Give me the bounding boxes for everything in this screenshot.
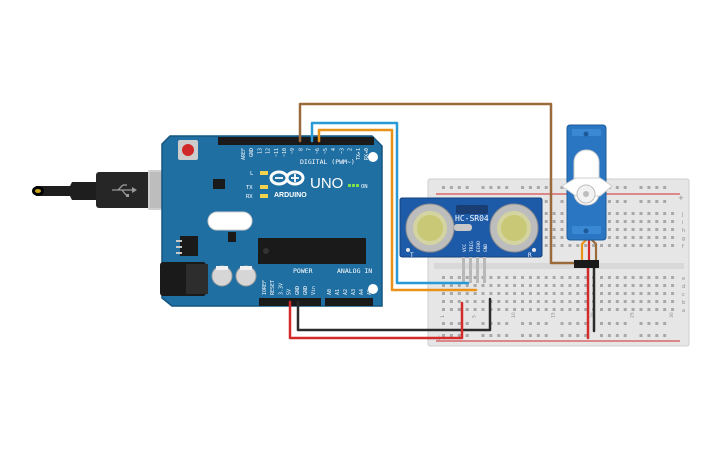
- row-letter-top-4: f: [682, 244, 684, 250]
- transducer-right: [489, 203, 539, 253]
- digital-pin-label-0: AREF: [241, 148, 247, 160]
- digital-pin-label-1: GND: [249, 148, 255, 157]
- power-label: POWER: [293, 267, 313, 275]
- digital-pin-label-8: 7: [307, 148, 313, 151]
- led-label-rx: RX: [246, 194, 253, 200]
- microcontroller: [258, 238, 366, 264]
- wire-red-5v: [288, 300, 464, 340]
- rail-minus-mark: +: [678, 194, 684, 202]
- wire-black-gnd: [296, 297, 492, 332]
- digital-pin-label-4: ~11: [274, 148, 280, 157]
- row-letter-bottom-0: e: [682, 276, 685, 282]
- regulator: [180, 236, 198, 256]
- brand-label: ARDUINO: [274, 192, 307, 199]
- column-number-3: 15: [551, 312, 557, 318]
- transducer-left: [405, 203, 455, 253]
- digital-pin-label-12: ~3: [339, 148, 345, 154]
- analog-pin-label-0: A0: [327, 289, 333, 295]
- status-leds: L TX RX: [246, 171, 268, 200]
- reset-button-icon[interactable]: [178, 140, 198, 160]
- digital-pin-label-15: RX◂0: [364, 148, 370, 160]
- column-number-2: 10: [511, 312, 517, 318]
- led-label-l: L: [250, 171, 254, 177]
- arduino-logo-icon: [269, 170, 305, 186]
- column-number-1: 5: [472, 315, 478, 318]
- row-letter-bottom-4: a: [682, 308, 685, 314]
- power-pin-label-5: GND: [303, 286, 309, 295]
- sensor-mark-r: R: [528, 252, 532, 259]
- analog-pin-label-4: A4: [359, 289, 365, 295]
- row-letter-top-1: i: [682, 220, 683, 226]
- wire-orange: [317, 128, 478, 292]
- on-label: ON: [361, 184, 368, 190]
- row-letter-bottom-2: c: [682, 292, 685, 298]
- crystal: [207, 211, 253, 231]
- analog-pin-label-2: A2: [343, 289, 349, 295]
- model-label: UNO: [310, 175, 343, 192]
- digital-pin-label-10: ~5: [323, 148, 329, 154]
- digital-header: [218, 137, 374, 145]
- sensor-model: HC-SR04: [455, 214, 489, 223]
- analog-pin-label-1: A1: [335, 289, 341, 295]
- row-letter-top-3: g: [682, 236, 685, 242]
- analog-pin-label-5: A5: [367, 289, 373, 295]
- sensor-pins: [462, 257, 486, 283]
- row-letter-bottom-1: d: [682, 284, 685, 290]
- wire-brown: [298, 102, 586, 265]
- power-pin-label-2: 3.3V: [278, 283, 284, 295]
- digital-pin-label-6: ~9: [290, 148, 296, 154]
- servo-motor[interactable]: [561, 124, 613, 268]
- sensor-pin-label-0: VCC: [462, 244, 468, 252]
- sensor-mark-t: T: [410, 252, 414, 259]
- row-letter-bottom-3: b: [682, 300, 685, 306]
- power-pin-label-1: RESET: [270, 280, 276, 295]
- wire-blue: [310, 121, 470, 285]
- power-jack: [160, 262, 208, 296]
- power-pin-label-4: GND: [295, 286, 301, 295]
- digital-pin-label-7: 8: [298, 148, 304, 151]
- analog-label: ANALOG IN: [337, 267, 372, 275]
- wire-brown-servo-lead: [590, 238, 598, 264]
- column-number-6: 30: [669, 312, 675, 318]
- servo-horn: [561, 149, 613, 206]
- column-number-0: 1: [440, 315, 446, 318]
- sensor-pin-label-1: TRIG: [469, 241, 475, 252]
- servo-connector: [574, 260, 599, 268]
- column-number-5: 25: [630, 312, 636, 318]
- power-pin-label-3: 5V: [287, 289, 293, 295]
- sensor-pin-label-3: GND: [483, 244, 489, 252]
- digital-pin-label-5: ~10: [282, 148, 288, 157]
- row-letter-top-2: h: [682, 228, 685, 234]
- digital-label: DIGITAL (PWM~): [300, 158, 355, 166]
- led-label-tx: TX: [246, 185, 253, 191]
- analog-pin-label-3: A3: [351, 289, 357, 295]
- analog-header: [325, 298, 373, 306]
- on-led-icon: ON: [348, 184, 368, 190]
- usb-plug-icon: [112, 184, 137, 197]
- digital-pin-label-3: 12: [266, 148, 272, 154]
- digital-pin-label-14: TX▸1: [356, 148, 362, 160]
- row-letter-top-0: j: [681, 212, 683, 218]
- power-pin-label-0: IOREF: [262, 280, 268, 295]
- digital-pin-label-13: 2: [348, 148, 354, 151]
- digital-pin-label-2: 13: [257, 148, 263, 154]
- sensor-pin-label-2: ECHO: [476, 241, 482, 252]
- power-pin-label-6: Vin: [311, 286, 317, 295]
- digital-pin-label-11: 4: [331, 148, 337, 151]
- wires: [288, 102, 598, 340]
- wire-orange-servo: [580, 238, 588, 264]
- digital-pin-label-9: ~6: [315, 148, 321, 154]
- capacitors: [211, 265, 257, 287]
